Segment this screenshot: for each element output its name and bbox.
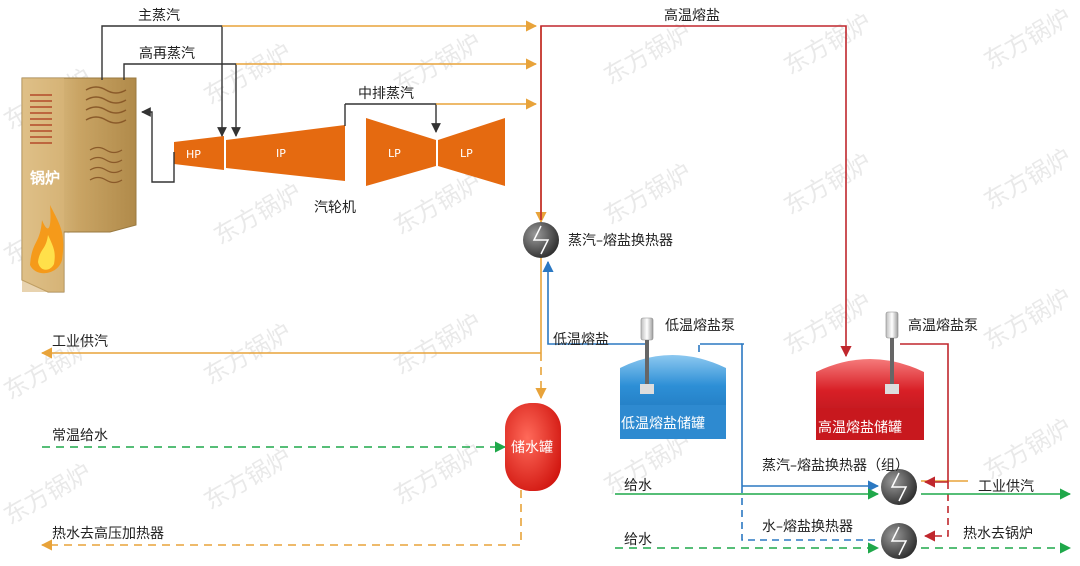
boiler-coil <box>89 146 123 184</box>
feedwater2-label: 给水 <box>624 532 652 548</box>
watermark: 东方锅炉 <box>199 318 296 390</box>
watermark: 东方锅炉 <box>979 143 1076 215</box>
boiler-coil <box>30 94 52 144</box>
watermark: 东方锅炉 <box>389 308 486 380</box>
hx-symbol-icon <box>890 472 908 502</box>
watermark: 东方锅炉 <box>389 168 486 240</box>
lp-stage-2 <box>438 118 505 186</box>
lp-stage-1 <box>366 118 436 186</box>
industrial-steam-right-label: 工业供汽 <box>978 479 1034 495</box>
watermark: 东方锅炉 <box>779 8 876 80</box>
low-salt-lines <box>542 260 880 541</box>
watermark: 东方锅炉 <box>209 178 306 250</box>
watermark: 东方锅炉 <box>779 148 876 220</box>
water-salt-hx <box>881 523 917 559</box>
boiler-coil <box>85 86 127 124</box>
boiler-label: 锅炉 <box>30 169 60 187</box>
turbine-label: 汽轮机 <box>314 200 356 216</box>
main-steam-label: 主蒸汽 <box>138 8 180 24</box>
hx-symbol-icon <box>532 225 550 255</box>
ip-stage <box>226 125 345 181</box>
normal-water-label: 常温给水 <box>52 428 108 444</box>
watermark: 东方锅炉 <box>979 3 1076 75</box>
water-salt-hx-label: 水–熔盐换热器 <box>762 518 853 535</box>
hx-group <box>881 469 917 505</box>
watermark: 东方锅炉 <box>199 38 296 110</box>
high-pump-label: 高温熔盐泵 <box>908 317 978 334</box>
feedwater-lines <box>42 441 1072 554</box>
low-tank-label: 低温熔盐储罐 <box>621 416 705 432</box>
water-tank: 储水罐 <box>505 403 561 491</box>
lp1-label: LP <box>388 147 401 160</box>
watermark: 东方锅炉 <box>779 288 876 360</box>
water-tank-label: 储水罐 <box>511 440 553 456</box>
mid-exhaust-label: 中排蒸汽 <box>358 86 414 102</box>
lp2-label: LP <box>460 147 473 160</box>
steam-salt-hx-label: 蒸汽–熔盐换热器 <box>568 232 673 249</box>
watermark: 东方锅炉 <box>199 443 296 515</box>
industrial-steam-left-label: 工业供汽 <box>52 334 108 350</box>
hx-group-label: 蒸汽–熔盐换热器（组） <box>762 457 909 474</box>
low-salt-label: 低温熔盐 <box>553 332 609 348</box>
ip-label: IP <box>276 147 286 160</box>
high-temp-salt-tank: 高温熔盐储罐 高温熔盐泵 <box>816 311 978 440</box>
hp-stage <box>174 136 224 170</box>
watermark: 东方锅炉 <box>389 438 486 510</box>
low-pump-label: 低温熔盐泵 <box>665 318 735 334</box>
high-tank-label: 高温熔盐储罐 <box>818 419 902 436</box>
watermark: 东方锅炉 <box>979 283 1076 355</box>
watermark: 东方锅炉 <box>599 158 696 230</box>
high-salt-label: 高温熔盐 <box>664 7 720 24</box>
boiler: 锅炉 <box>21 77 137 293</box>
reheat-steam-label: 高再蒸汽 <box>139 45 195 62</box>
feedwater1-label: 给水 <box>624 478 652 494</box>
watermark: 东方锅炉 <box>599 18 696 90</box>
steam-salt-hx: 蒸汽–熔盐换热器 <box>523 222 673 258</box>
hot-water-hp-label: 热水去高压加热器 <box>52 525 164 542</box>
flame-icon <box>30 205 64 274</box>
turbine: HP IP LP LP 汽轮机 <box>174 118 505 216</box>
low-temp-salt-tank: 低温熔盐储罐 低温熔盐泵 低温熔盐 <box>553 317 735 439</box>
hx-symbol-icon <box>890 526 908 556</box>
watermark: 东方锅炉 <box>0 458 96 530</box>
watermark: 东方锅炉 <box>979 413 1076 485</box>
hot-water-boiler-label: 热水去锅炉 <box>963 526 1033 542</box>
flame-icon <box>38 235 55 270</box>
flow-labels: 主蒸汽 高再蒸汽 中排蒸汽 高温熔盐 工业供汽 常温给水 热水去高压加热器 蒸汽… <box>52 7 1034 548</box>
high-salt-lines <box>540 25 949 542</box>
hp-label: HP <box>186 148 201 161</box>
